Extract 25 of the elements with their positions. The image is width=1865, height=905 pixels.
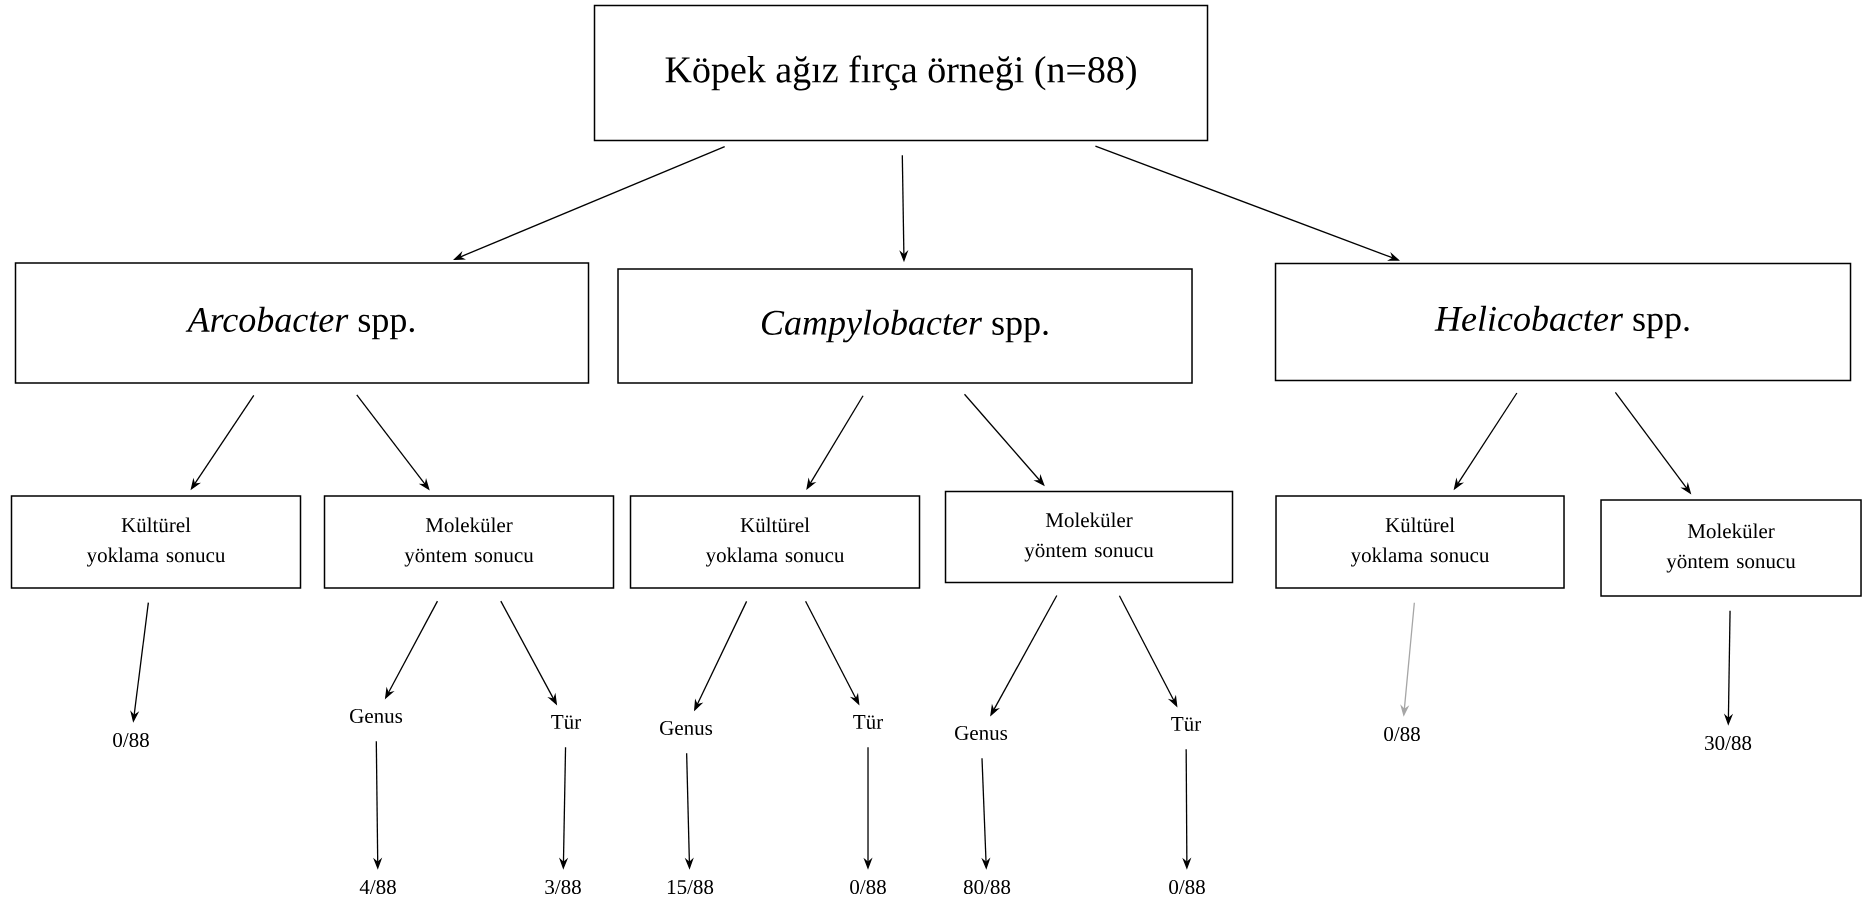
result-text: Tür [1171,717,1201,731]
method-box: Kültürel yoklama sonucu [629,495,921,589]
method-box: Kültürel yoklama sonucu [10,495,302,589]
result-text: 0/88 [1169,879,1205,895]
result-text: 3/88 [545,879,581,895]
result-text: Genus [350,708,403,724]
method-box: Kültürel yoklama sonucu [1275,495,1565,589]
genus-box: Campylobacter spp. [617,268,1193,384]
result-text: Tür [551,715,581,729]
result-text: 30/88 [1705,735,1752,751]
result-text: 4/88 [359,879,396,895]
result-text: 0/88 [1384,726,1420,742]
genus-box: Arcobacter spp. [14,262,590,384]
title-box: Köpek ağız fırça örneği (n=88) [593,4,1209,142]
result-text: Genus [955,725,1008,741]
method-box: Moleküler yöntem sonucu [1600,499,1862,597]
method-box: Moleküler yöntem sonucu [944,490,1234,584]
method-box: Moleküler yöntem sonucu [323,495,615,589]
genus-box: Helicobacter spp. [1274,262,1852,382]
result-text: 0/88 [113,732,149,748]
result-text: 15/88 [667,879,714,895]
result-text: 0/88 [850,879,886,895]
result-text: Tür [853,715,883,729]
result-text: 80/88 [963,879,1011,895]
result-text: Genus [660,720,713,736]
